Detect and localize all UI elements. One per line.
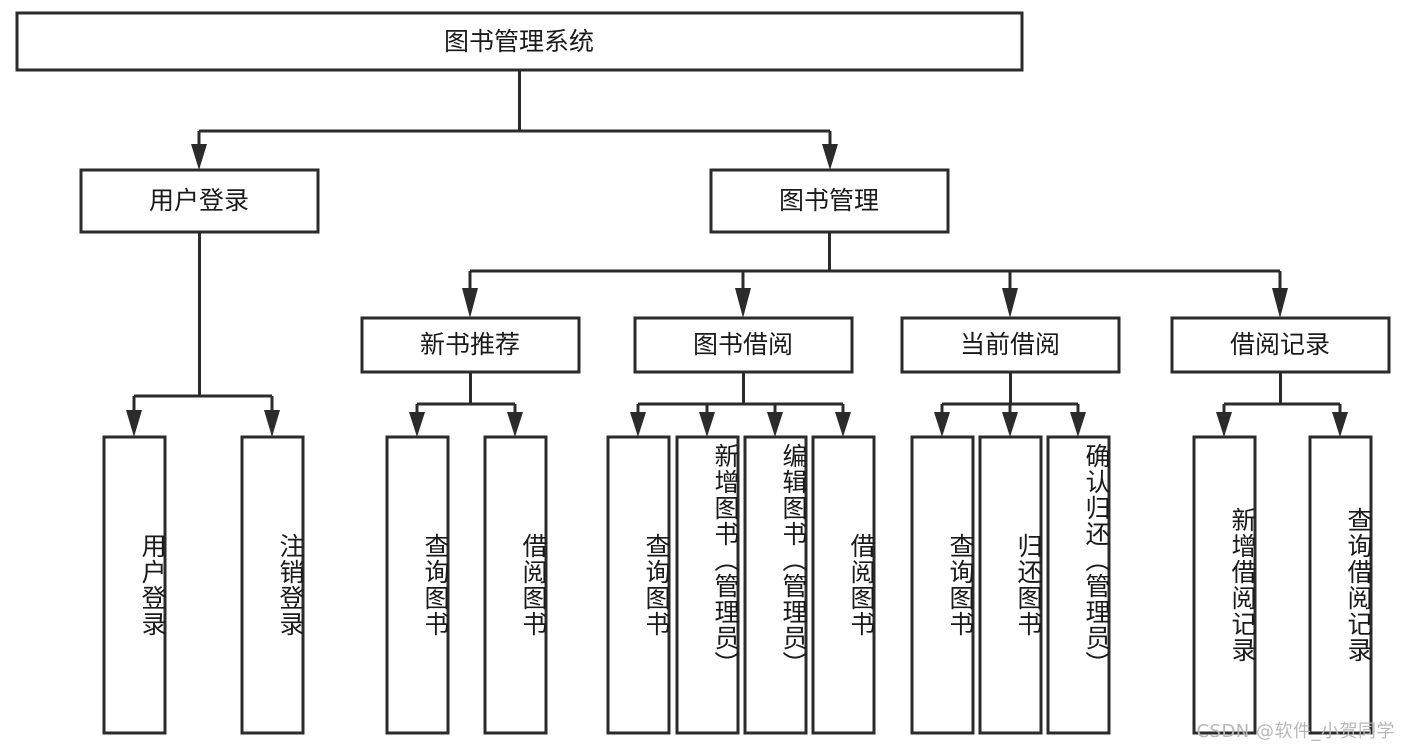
connectors <box>126 70 1348 437</box>
leaf-add-book-admin[interactable] <box>675 435 740 735</box>
leaf-query-borrow-record[interactable] <box>1308 435 1373 735</box>
leaf-edit-book-admin[interactable] <box>743 435 808 735</box>
node-borrow-record[interactable] <box>1170 316 1391 374</box>
arrowhead-bo-leaf3 <box>767 412 783 437</box>
leaf-query-book-recommend[interactable] <box>385 435 450 735</box>
arrowhead-cu-leaf1 <box>934 412 950 437</box>
node-user-login-label: 用户登录 <box>149 186 249 215</box>
leaf-borrow-book[interactable] <box>811 435 876 735</box>
node-current-borrow[interactable] <box>900 316 1121 374</box>
arrowhead-bo-leaf2 <box>699 412 715 437</box>
node-new-book-recommend-label: 新书推荐 <box>420 330 520 359</box>
arrowhead-newbook <box>462 288 478 318</box>
leaf-add-borrow-record[interactable] <box>1192 435 1257 735</box>
node-book-management[interactable] <box>709 168 950 234</box>
leaf-borrow-book-recommend[interactable] <box>483 435 548 735</box>
node-book-management-label: 图书管理 <box>779 186 879 215</box>
node-root-label: 图书管理系统 <box>444 27 594 56</box>
leaf-user-login[interactable] <box>102 435 167 735</box>
arrowhead-re-leaf2 <box>1332 412 1348 437</box>
leaf-confirm-return-admin[interactable] <box>1046 435 1111 735</box>
node-book-borrow-label: 图书借阅 <box>693 330 793 359</box>
arrowhead-current <box>1002 288 1018 318</box>
arrowhead-re-leaf1 <box>1216 412 1232 437</box>
node-current-borrow-label: 当前借阅 <box>960 330 1060 359</box>
leaf-return-book[interactable] <box>978 435 1043 735</box>
arrowhead-borrow <box>735 288 751 318</box>
csdn-watermark: CSDN @软件_小贺同学 <box>1196 721 1395 742</box>
leaf-query-book-borrow[interactable] <box>606 435 671 735</box>
arrowhead-leaf-user-login <box>126 410 142 437</box>
leaf-logout[interactable] <box>240 435 305 735</box>
node-borrow-record-label: 借阅记录 <box>1230 330 1330 359</box>
arrowhead-bo-leaf4 <box>835 412 851 437</box>
arrowhead-cu-leaf3 <box>1070 412 1086 437</box>
arrowhead-nb-leaf2 <box>507 412 523 437</box>
nodes: 图书管理系统 用户登录 图书管理 新书推荐 图书借阅 当前借阅 借阅记录 <box>15 11 1391 735</box>
arrowhead-bookmgmt <box>822 144 838 170</box>
node-new-book-recommend[interactable] <box>360 316 581 374</box>
arrowhead-bo-leaf1 <box>630 412 646 437</box>
arrowhead-record <box>1272 288 1288 318</box>
leaf-query-book-current[interactable] <box>910 435 975 735</box>
arrowhead-cu-leaf2 <box>1002 412 1018 437</box>
node-user-login[interactable] <box>79 168 320 234</box>
arrowhead-login <box>191 144 207 170</box>
node-book-borrow[interactable] <box>633 316 854 374</box>
arrowhead-leaf-logout <box>264 410 280 437</box>
arrowhead-nb-leaf1 <box>409 412 425 437</box>
node-root[interactable] <box>15 11 1024 72</box>
